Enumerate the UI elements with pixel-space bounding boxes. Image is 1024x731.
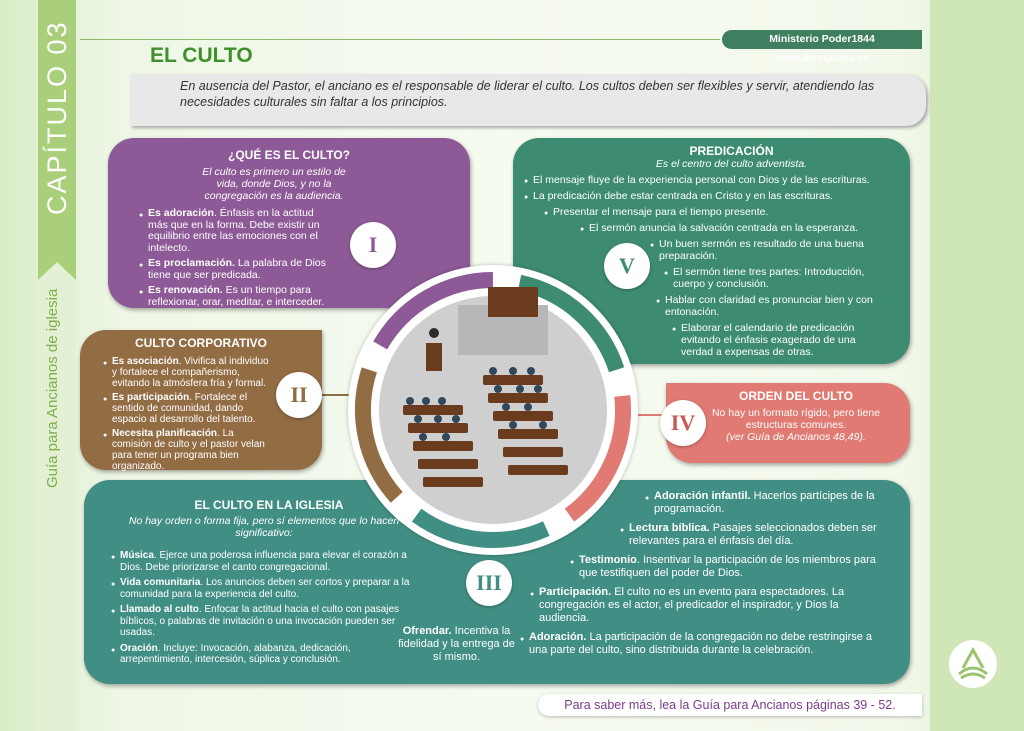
section-que-es-el-culto: ¿QUÉ ES EL CULTO? El culto es primero un… <box>108 138 470 308</box>
ofrendar-item: Ofrendar. Incentiva la fidelidad y la en… <box>398 625 515 663</box>
list-item: Música. Ejerce una poderosa influencia p… <box>111 550 410 573</box>
section-title: ORDEN DEL CULTO <box>738 389 853 403</box>
numeral-i: I <box>350 222 396 268</box>
list-item: Presentar el mensaje para el tiempo pres… <box>544 206 910 220</box>
list-item: Hablar con claridad es pronunciar bien y… <box>656 294 874 318</box>
page-title: EL CULTO <box>150 44 253 67</box>
section-orden-del-culto: ORDEN DEL CULTO No hay un formato rígido… <box>666 383 910 463</box>
section-title: EL CULTO EN LA IGLESIA <box>194 498 344 512</box>
list-item: Llamado al culto. Enfocar la actitud hac… <box>111 604 410 639</box>
list-item: Participación. El culto no es un evento … <box>530 586 884 625</box>
central-circle <box>348 265 638 555</box>
list-item: Es proclamación. La palabra de Dios tien… <box>139 257 330 281</box>
numeral-ii: II <box>276 372 322 418</box>
church-illustration <box>354 272 631 548</box>
section-title: ¿QUÉ ES EL CULTO? <box>227 148 350 162</box>
list-item: Adoración infantil. Hacerlos partícipes … <box>645 490 884 516</box>
chapter-tab <box>38 0 76 280</box>
numeral-iv: IV <box>660 400 706 446</box>
intro-box: En ausencia del Pastor, el anciano es el… <box>130 74 926 126</box>
list-item: Es adoración. Énfasis en la actitud más … <box>139 207 330 254</box>
list-item: Testimonio. Insentivar la participación … <box>570 554 884 580</box>
list-item: Es participación. Fortalece el sentido d… <box>103 392 272 425</box>
section-title: PREDICACIÓN <box>689 144 774 158</box>
section-subtitle: No hay orden o forma fija, pero sí eleme… <box>128 515 400 539</box>
section-ref: (ver Guía de Ancianos 48,49). <box>726 431 866 443</box>
section-title: CULTO CORPORATIVO <box>135 336 267 350</box>
ministry-badge: Ministerio Poder1844 www.discipulos.es <box>722 30 922 64</box>
list-item: El mensaje fluye de la experiencia perso… <box>524 174 910 188</box>
church-logo-icon <box>949 640 997 688</box>
section-text: No hay un formato rígido, pero tiene est… <box>711 407 881 431</box>
footer-note: Para saber más, lea la Guía para Anciano… <box>538 694 922 716</box>
section-subtitle: Es el centro del culto adventista. <box>655 158 808 170</box>
right-strip <box>930 0 1024 731</box>
list-item: Es renovación. Es un tiempo para reflexi… <box>139 284 330 308</box>
list-item: El sermón tiene tres partes: Introducció… <box>664 266 890 290</box>
list-item: Necesita planificación. La comisión de c… <box>103 428 272 472</box>
list-item: La predicación debe estar centrada en Cr… <box>524 190 910 204</box>
numeral-iii: III <box>466 560 512 606</box>
list-item: Lectura bíblica. Pasajes seleccionados d… <box>620 522 884 548</box>
numeral-v: V <box>604 243 650 289</box>
list-item: Vida comunitaria. Los anuncios deben ser… <box>111 577 410 600</box>
list-item: Oración. Incluye: Invocación, alabanza, … <box>111 643 410 666</box>
top-divider <box>80 39 720 40</box>
list-item: El sermón anuncia la salvación centrada … <box>580 222 910 236</box>
list-item: Elaborar el calendario de predicación ev… <box>672 322 886 358</box>
section-subtitle: El culto es primero un estilo de vida, d… <box>202 166 346 202</box>
list-item: Un buen sermón es resultado de una buena… <box>650 238 890 262</box>
section-predicacion: PREDICACIÓN Es el centro del culto adven… <box>513 138 910 364</box>
list-item: Adoración. La participación de la congre… <box>520 631 884 657</box>
list-item: Es asociación. Vivifica al individuo y f… <box>103 356 272 389</box>
